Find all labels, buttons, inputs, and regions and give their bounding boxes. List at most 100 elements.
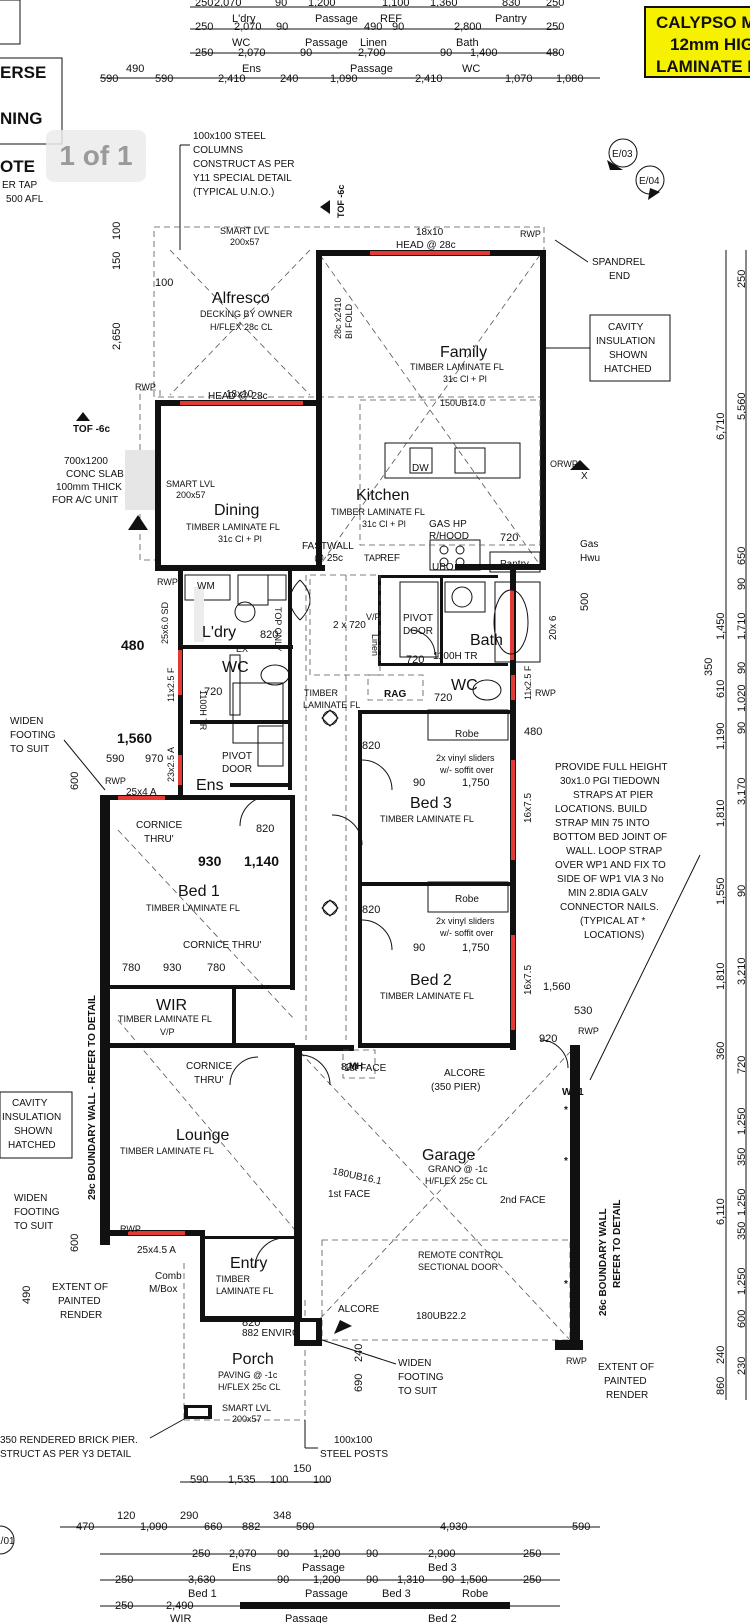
ubo-tag: R/HOOD (429, 531, 469, 542)
pivot-door-tag: DOOR (403, 626, 433, 637)
face-note: 1st FACE (328, 1189, 371, 1200)
note-line: WIDEN (398, 1358, 431, 1369)
room-name-kitchen: Kitchen (356, 487, 409, 504)
dim: 820 (260, 629, 278, 641)
rwp-tag: RWP (105, 776, 126, 786)
dim: 2,410 (415, 73, 443, 85)
smart-lvl-tag: 200x57 (176, 490, 206, 500)
note-line: 700x1200 (64, 456, 108, 467)
dim: 490 (126, 63, 144, 75)
dim: 1,750 (462, 942, 490, 954)
dim: 660 (204, 1521, 222, 1533)
dim: 720 (204, 686, 222, 698)
room-name-bed2: Bed 2 (410, 972, 452, 989)
room-ceiling: 31c Cl + Pl (362, 519, 406, 529)
note-line: PAINTED (58, 1296, 101, 1307)
dim: 1,550 (715, 877, 727, 905)
hwu-tag: Gas (580, 539, 598, 550)
room-name-entry: Entry (230, 1255, 267, 1272)
mbox-tag: M/Box (149, 1284, 177, 1295)
kitchen-fixtures (342, 399, 541, 1079)
structural-notes: CORNICE THRU' CORNICE THRU' CORNICE THRU… (136, 820, 546, 1322)
wm-tag: WM (197, 581, 215, 592)
room-name-bed1: Bed 1 (178, 883, 220, 900)
dim: 240 (715, 1346, 727, 1364)
dim: 250 (195, 0, 213, 9)
dim: 90 (366, 1548, 378, 1560)
room-finish: TIMBER LAMINATE FL (186, 522, 280, 532)
smart-lvl-tag: SMART LVL (220, 226, 269, 236)
right-dimension-column: 250 6,710 5,560 650 90 1,450 1,710 350 6… (703, 250, 748, 1400)
dim: 720 (736, 1056, 748, 1074)
dim: 120 (117, 1510, 135, 1522)
smart-lvl-tag: SMART LVL (222, 1403, 271, 1413)
dim-label: Linen (360, 37, 387, 49)
dim: 250 (523, 1548, 541, 1560)
lintel: 23x2.5 A (166, 747, 176, 782)
dim: 1,535 (228, 1474, 256, 1486)
note-line: Y11 SPECIAL DETAIL (193, 173, 292, 184)
room-name-wc: WC (222, 659, 249, 676)
dim-label: Bed 1 (188, 1588, 217, 1600)
room-name-dining: Dining (214, 502, 259, 519)
dim: 1,560 (117, 730, 152, 746)
ref-tag: REF (380, 553, 400, 564)
note-line: 350 RENDERED BRICK PIER. (0, 1435, 138, 1446)
lintel: 16x7.5 (523, 793, 534, 823)
dim: 90 (392, 21, 404, 33)
beam-label: 150UB14.0 (440, 398, 485, 408)
left-edge-text: ERSE (0, 63, 46, 82)
room-name-lounge: Lounge (176, 1127, 229, 1144)
sliders-tag: 2x vinyl sliders (436, 916, 495, 926)
steel-columns-note: 100x100 STEEL COLUMNS CONSTRUCT AS PER Y… (179, 131, 295, 250)
dim: 930 (198, 853, 222, 869)
dim: 1,140 (244, 853, 279, 869)
room-name-bath: Bath (470, 632, 503, 649)
dim: 90 (300, 47, 312, 59)
dim: 860 (715, 1377, 727, 1395)
note-line: 100x100 (334, 1435, 373, 1446)
note-line: WALL. LOOP STRAP (566, 846, 662, 857)
pivot-door-tag: PIVOT (403, 613, 433, 624)
dim: 2,900 (428, 1548, 456, 1560)
hwu-tag: Hwu (580, 553, 600, 564)
room-ceiling: H/FLEX 25c CL (425, 1176, 488, 1186)
dim: 1,200 (313, 1548, 341, 1560)
dim: 480 (121, 637, 145, 653)
dim: 720 (406, 654, 424, 666)
dim-label: REF (380, 13, 402, 25)
bi-fold-tag: BI FOLD (344, 303, 354, 339)
ubo-tag: GAS HP (429, 519, 467, 530)
dim: 2,070 (238, 47, 266, 59)
dim-label: Bed 3 (382, 1588, 411, 1600)
note-line: FOOTING (14, 1207, 60, 1218)
room-name-family: Family (440, 344, 487, 361)
dim-label: Passage (350, 63, 393, 75)
note-line: RENDER (606, 1390, 648, 1401)
dim: 1,560 (543, 981, 571, 993)
dim-label: Bed 2 (428, 1613, 457, 1623)
note-line: PROVIDE FULL HEIGHT (555, 762, 667, 773)
note-line: COLUMNS (193, 145, 243, 156)
dim-label: Ens (232, 1562, 251, 1574)
note-line: OVER WP1 AND FIX TO (555, 860, 666, 871)
dim: 820 (362, 904, 380, 916)
ex-tag: EX (236, 644, 248, 654)
room-finish: DECKING BY OWNER (200, 309, 293, 319)
dim: 480 (546, 47, 564, 59)
dim: 250 (523, 1574, 541, 1586)
dim: 290 (180, 1510, 198, 1522)
dim: 820 (242, 1317, 260, 1329)
note-line: EXTENT OF (598, 1362, 654, 1373)
dim: 250 (192, 1548, 210, 1560)
dim-label: Ens (242, 63, 261, 75)
room-name-wir: WIR (156, 997, 187, 1014)
lintel: 20x 6 (548, 615, 559, 640)
note-line: END (609, 271, 630, 282)
room-finish: TIMBER LAMINATE FL (146, 903, 240, 913)
dim: 240 (353, 1344, 365, 1362)
alcore-note: ALCORE (444, 1068, 485, 1079)
dim: 1,360 (430, 0, 458, 9)
rwp-tag: RWP (566, 1356, 587, 1366)
